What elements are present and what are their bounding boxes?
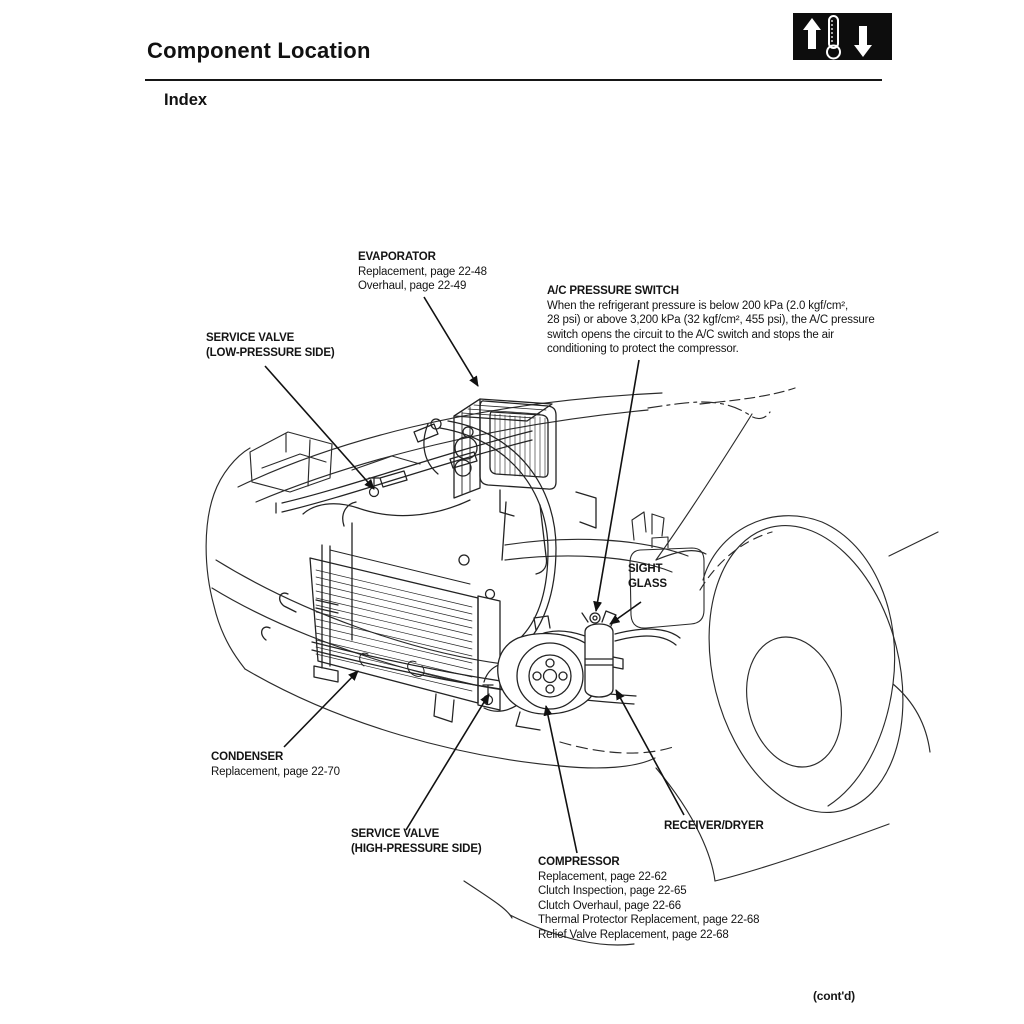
down-arrow-icon [854, 26, 872, 57]
label-evaporator: EVAPORATOR Replacement, page 22-48 Overh… [358, 250, 487, 294]
condenser-drawing [260, 501, 501, 711]
leader-service-valve-low [264, 365, 375, 490]
header-rule [145, 79, 882, 82]
evaporator-line: Overhaul, page 22-49 [358, 280, 467, 293]
service-valve-high-subtitle: (HIGH-PRESSURE SIDE) [351, 842, 482, 855]
label-compressor: COMPRESSOR Replacement, page 22-62 Clutc… [538, 855, 760, 943]
thermometer-icon [826, 15, 841, 60]
evaporator-line: Replacement, page 22-48 [358, 265, 487, 278]
sight-glass-drawing [589, 612, 601, 624]
evaporator-drawing [453, 398, 597, 575]
continued-note: (cont'd) [813, 989, 855, 1003]
sight-glass-subtitle: GLASS [628, 577, 667, 590]
compressor-line: Clutch Inspection, page 22-65 [538, 885, 687, 898]
page-title: Component Location [147, 38, 371, 63]
condenser-line: Replacement, page 22-70 [211, 765, 340, 778]
reservoir-drawing [629, 536, 705, 629]
ac-pressure-switch-line: conditioning to protect the compressor. [547, 343, 739, 356]
sight-glass-title: SIGHT [628, 563, 663, 575]
compressor-drawing [497, 615, 602, 731]
ac-pressure-switch-title: A/C PRESSURE SWITCH [547, 285, 679, 297]
front-wheel-drawing [699, 515, 939, 814]
ac-pressure-switch-line: When the refrigerant pressure is below 2… [547, 299, 849, 312]
section-title: Index [164, 91, 208, 109]
leader-ac-pressure-switch [593, 359, 640, 612]
temperature-arrows-icon [793, 13, 892, 60]
label-service-valve-low: SERVICE VALVE (LOW-PRESSURE SIDE) [206, 331, 335, 360]
compressor-line: Replacement, page 22-62 [538, 870, 667, 883]
leader-sight-glass [609, 601, 642, 625]
compressor-line: Thermal Protector Replacement, page 22-6… [538, 914, 760, 927]
compressor-line: Relief Valve Replacement, page 22-68 [538, 928, 729, 941]
evaporator-title: EVAPORATOR [358, 251, 436, 263]
up-arrow-icon [803, 18, 821, 49]
label-ac-pressure-switch: A/C PRESSURE SWITCH When the refrigerant… [547, 284, 875, 357]
leader-evaporator [423, 296, 479, 387]
ac-pressure-switch-line: 28 psi) or above 3,200 kPa (32 kgf/cm², … [547, 314, 875, 327]
receiver-dryer-title: RECEIVER/DRYER [664, 820, 764, 832]
leader-lines [264, 296, 685, 854]
compressor-title: COMPRESSOR [538, 856, 620, 868]
condenser-title: CONDENSER [211, 751, 284, 763]
label-service-valve-high: SERVICE VALVE (HIGH-PRESSURE SIDE) [351, 827, 482, 856]
label-condenser: CONDENSER Replacement, page 22-70 [211, 750, 340, 779]
leader-condenser [283, 670, 359, 748]
service-valve-high-title: SERVICE VALVE [351, 828, 440, 840]
ac-pressure-switch-drawing [601, 610, 617, 627]
service-valve-low-title: SERVICE VALVE [206, 332, 295, 344]
receiver-dryer-drawing [581, 610, 624, 698]
ac-pressure-switch-line: switch opens the circuit to the A/C swit… [547, 328, 834, 341]
label-sight-glass: SIGHT GLASS [628, 562, 667, 591]
leader-compressor [543, 705, 578, 854]
label-receiver-dryer: RECEIVER/DRYER [664, 819, 764, 834]
compressor-line: Clutch Overhaul, page 22-66 [538, 899, 681, 912]
service-valve-low-subtitle: (LOW-PRESSURE SIDE) [206, 346, 335, 359]
leader-receiver-dryer [615, 689, 685, 816]
leader-service-valve-high [405, 693, 490, 831]
